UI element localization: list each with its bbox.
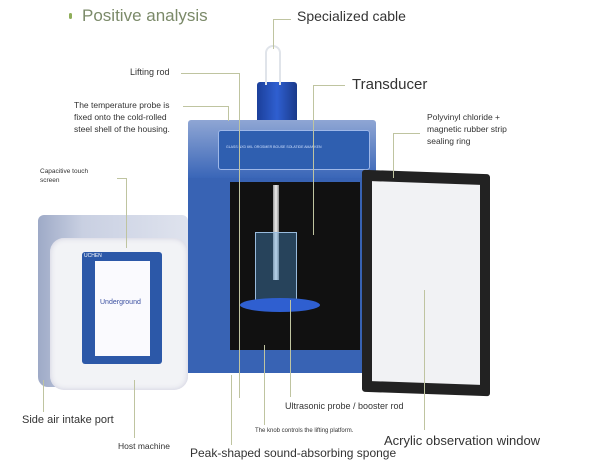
panel-text: GLASS NXD 6KL ORGSMER BOUSE SOLATIDE AMA… bbox=[226, 145, 322, 149]
leader-lifting-rod bbox=[181, 73, 239, 74]
label-probe: Ultrasonic probe / booster rod bbox=[285, 401, 404, 411]
leader-probe bbox=[290, 300, 291, 397]
leader-window bbox=[424, 290, 425, 430]
label-sponge: Peak-shaped sound-absorbing sponge bbox=[190, 446, 397, 460]
label-window: Acrylic observation window bbox=[384, 433, 541, 448]
label-seal-2: magnetic rubber strip bbox=[427, 124, 507, 134]
touch-screen bbox=[95, 261, 150, 356]
label-temp-probe-3: steel shell of the housing. bbox=[74, 124, 170, 134]
transducer-cylinder bbox=[257, 82, 297, 126]
leader-sponge bbox=[231, 375, 232, 445]
leader-transducer-v bbox=[313, 85, 314, 235]
label-seal-1: Polyvinyl chloride + bbox=[427, 112, 500, 122]
label-touch-2: screen bbox=[40, 177, 60, 184]
leader-touch-v bbox=[126, 178, 127, 248]
label-transducer: Transducer bbox=[352, 76, 428, 93]
beaker bbox=[255, 232, 297, 304]
leader-seal-v bbox=[393, 133, 394, 178]
chamber bbox=[230, 182, 360, 350]
label-temp-probe-1: The temperature probe is bbox=[74, 100, 170, 110]
screen-text: Underground bbox=[100, 299, 141, 306]
label-temp-probe-2: fixed onto the cold-rolled bbox=[74, 112, 167, 122]
leader-side-air bbox=[43, 380, 44, 412]
cable bbox=[265, 45, 281, 85]
label-host: Host machine bbox=[118, 441, 170, 451]
leader-cable bbox=[273, 19, 274, 49]
leader-knob bbox=[264, 345, 265, 425]
leader-temp bbox=[183, 106, 228, 107]
leader-cable-h bbox=[273, 19, 291, 20]
label-touch-1: Capacitive touch bbox=[40, 168, 89, 175]
label-side-air: Side air intake port bbox=[22, 414, 114, 426]
bullet-icon bbox=[69, 13, 72, 19]
brand-logo: UCHEN bbox=[84, 253, 102, 259]
acrylic-window bbox=[372, 181, 480, 385]
label-seal-3: sealing ring bbox=[427, 136, 471, 146]
leader-lifting-rod-v bbox=[239, 73, 240, 398]
page-title: Positive analysis bbox=[82, 6, 208, 25]
label-lifting-rod: Lifting rod bbox=[130, 67, 170, 77]
leader-temp-v bbox=[228, 106, 229, 121]
front-panel bbox=[218, 130, 370, 170]
leader-seal bbox=[393, 133, 420, 134]
leader-transducer bbox=[313, 85, 345, 86]
leader-touch bbox=[117, 178, 126, 179]
leader-host bbox=[134, 380, 135, 438]
lifting-platform bbox=[240, 298, 320, 312]
label-knob: The knob controls the lifting platform. bbox=[255, 428, 354, 434]
label-cable: Specialized cable bbox=[297, 8, 406, 24]
